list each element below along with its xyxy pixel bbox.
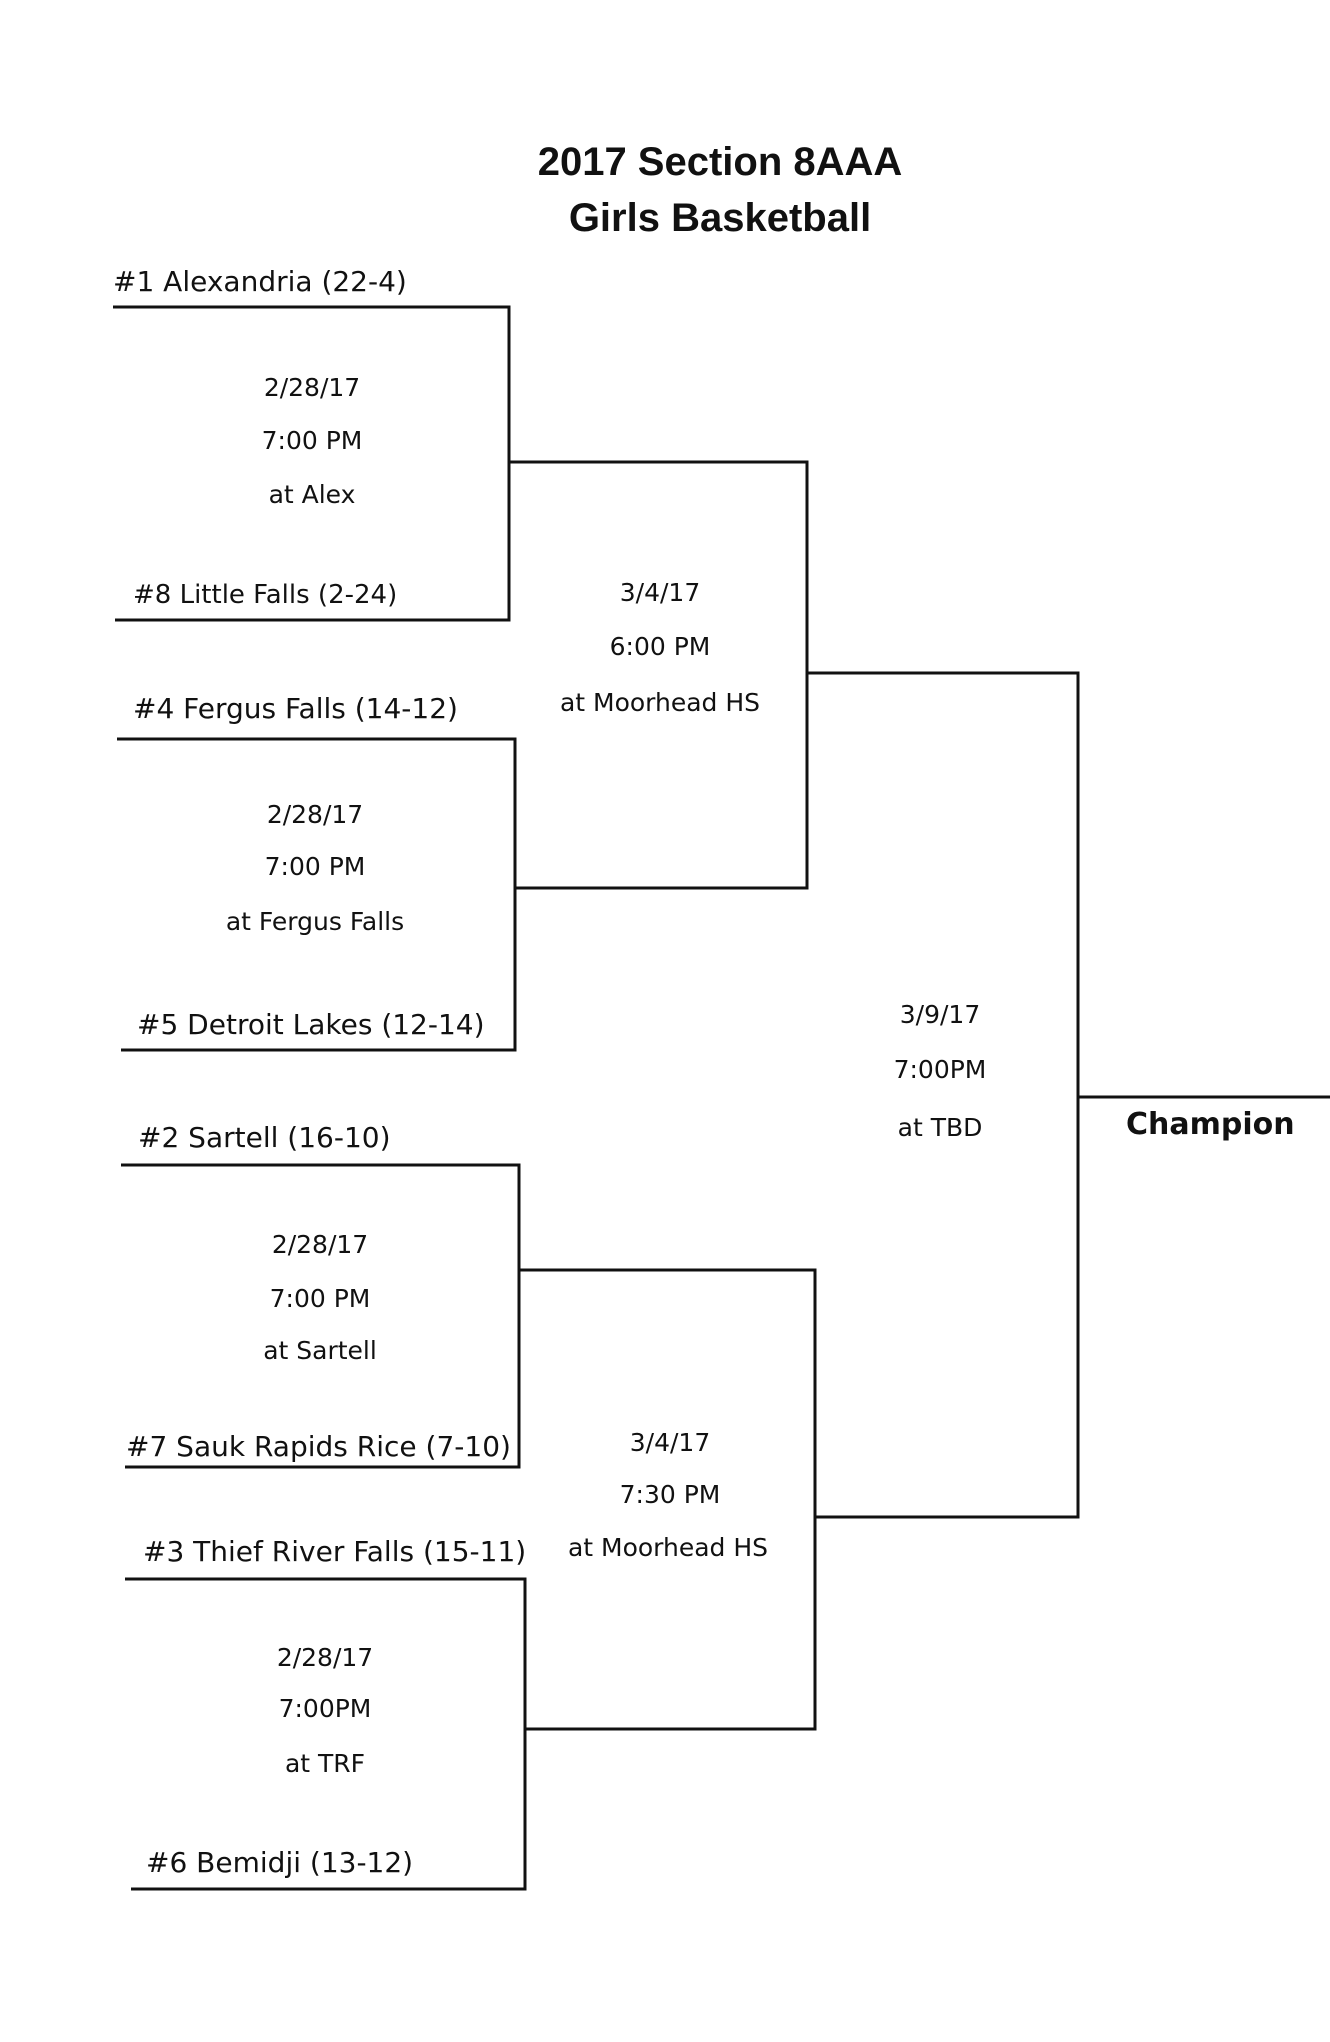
line-g2	[117, 737, 517, 1052]
line-final	[807, 671, 1080, 1519]
g2-date: 2/28/17	[266, 800, 364, 829]
team-seed-7: #7 Sauk Rapids Rice (7-10)	[126, 1430, 511, 1463]
final-site: at TBD	[897, 1113, 983, 1142]
line-g1	[113, 305, 511, 622]
semi1-time: 6:00 PM	[609, 632, 711, 661]
final-date: 3/9/17	[899, 1000, 981, 1029]
page-title-line2: Girls Basketball	[568, 196, 872, 240]
final-time: 7:00PM	[893, 1055, 987, 1084]
g2-site: at Fergus Falls	[225, 907, 405, 936]
g4-site: at TRF	[284, 1749, 366, 1778]
line-g4	[125, 1577, 527, 1891]
line-g3	[121, 1163, 521, 1469]
g2-time: 7:00 PM	[264, 852, 366, 881]
team-seed-3: #3 Thief River Falls (15-11)	[143, 1535, 527, 1568]
team-seed-5: #5 Detroit Lakes (12-14)	[137, 1008, 485, 1041]
team-seed-8: #8 Little Falls (2-24)	[133, 580, 398, 610]
g4-date: 2/28/17	[276, 1643, 374, 1672]
champion-label: Champion	[1126, 1107, 1295, 1142]
semi1-site: at Moorhead HS	[559, 688, 761, 717]
semi2-time: 7:30 PM	[619, 1480, 721, 1509]
g3-time: 7:00 PM	[269, 1284, 371, 1313]
g1-date: 2/28/17	[263, 373, 361, 402]
g3-site: at Sartell	[263, 1336, 377, 1365]
semi1-date: 3/4/17	[619, 578, 701, 607]
team-seed-4: #4 Fergus Falls (14-12)	[133, 692, 458, 725]
team-seed-1: #1 Alexandria (22-4)	[113, 265, 407, 298]
line-semi1	[509, 460, 809, 890]
page-title-line1: 2017 Section 8AAA	[537, 140, 903, 184]
g3-date: 2/28/17	[271, 1230, 369, 1259]
team-seed-6: #6 Bemidji (13-12)	[146, 1846, 414, 1879]
team-seed-2: #2 Sartell (16-10)	[138, 1121, 391, 1154]
semi2-date: 3/4/17	[629, 1428, 711, 1457]
line-semi2	[519, 1268, 817, 1731]
g1-time: 7:00 PM	[261, 426, 363, 455]
g4-time: 7:00PM	[278, 1694, 372, 1723]
semi2-site: at Moorhead HS	[567, 1533, 769, 1562]
g1-site: at Alex	[268, 480, 356, 509]
